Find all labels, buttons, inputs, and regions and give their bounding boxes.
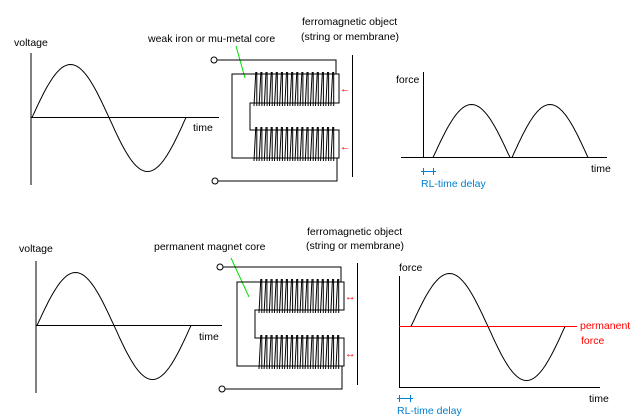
bottom-force-arrow-lower: ↔ (345, 348, 356, 360)
bottom-force-x-label: time (589, 393, 609, 405)
top-e-core (231, 73, 340, 159)
top-delay-label: RL-time delay (421, 178, 487, 190)
top-wire-upper (217, 59, 337, 74)
bottom-voltage-y-label: voltage (19, 243, 53, 255)
coil-winding (258, 278, 340, 314)
top-coil-lower (253, 126, 335, 162)
top-force-hump-2 (511, 103, 589, 158)
top-wire-lower (218, 158, 338, 182)
bottom-voltage-graph: voltage time (19, 243, 222, 393)
top-actuator: weak iron or mu-metal core ferromagnetic… (147, 16, 399, 185)
top-voltage-graph: voltage time (14, 37, 219, 185)
top-object-label-line2: (string or membrane) (301, 31, 399, 43)
bottom-force-arrow-upper: ↔ (345, 291, 356, 303)
bottom-terminal-upper (216, 263, 224, 271)
bottom-e-core (236, 281, 345, 367)
bottom-object-label-line2: (string or membrane) (306, 240, 404, 252)
coil-winding (258, 334, 340, 370)
top-object-label-line1: ferromagnetic object (302, 16, 397, 28)
bottom-wire-lower (225, 366, 343, 390)
coil-winding (253, 126, 335, 162)
bottom-wire-upper (223, 266, 342, 282)
top-voltage-y-label: voltage (14, 37, 48, 49)
bottom-delay-label: RL-time delay (397, 405, 463, 417)
top-force-y-label: force (396, 74, 420, 86)
top-coil-upper (253, 71, 335, 107)
top-voltage-sine-wave (31, 63, 187, 173)
bottom-voltage-x-label: time (199, 331, 219, 343)
bottom-force-graph: permanent force force time RL-time delay (397, 262, 630, 417)
bottom-coil-lower (258, 334, 340, 370)
bottom-force-y-label: force (399, 262, 423, 274)
top-terminal-upper (210, 56, 218, 64)
top-force-x-label: time (591, 163, 611, 175)
top-force-hump-1 (432, 103, 511, 158)
bottom-terminal-lower (218, 385, 226, 393)
bottom-coil-upper (258, 278, 340, 314)
bottom-core-pointer (230, 257, 250, 298)
top-force-arrow-upper: ← (340, 83, 351, 95)
top-force-arrow-lower: ← (340, 141, 351, 153)
bottom-permanent-force-label-line2: force (581, 335, 605, 347)
coil-winding (253, 71, 335, 107)
top-voltage-x-label: time (193, 122, 213, 134)
bottom-core-label: permanent magnet core (154, 241, 266, 253)
bottom-permanent-force-label-line1: permanent (580, 320, 630, 332)
top-core-pointer (235, 45, 246, 79)
bottom-voltage-sine-wave (36, 271, 192, 381)
top-core-label: weak iron or mu-metal core (147, 33, 275, 45)
bottom-actuator: permanent magnet core ferromagnetic obje… (154, 226, 404, 393)
bottom-delay-marker (397, 395, 413, 402)
top-delay-marker (421, 168, 436, 175)
bottom-object-label-line1: ferromagnetic object (307, 226, 402, 238)
top-force-graph: force time RL-time delay (396, 72, 611, 190)
top-terminal-lower (211, 177, 219, 185)
